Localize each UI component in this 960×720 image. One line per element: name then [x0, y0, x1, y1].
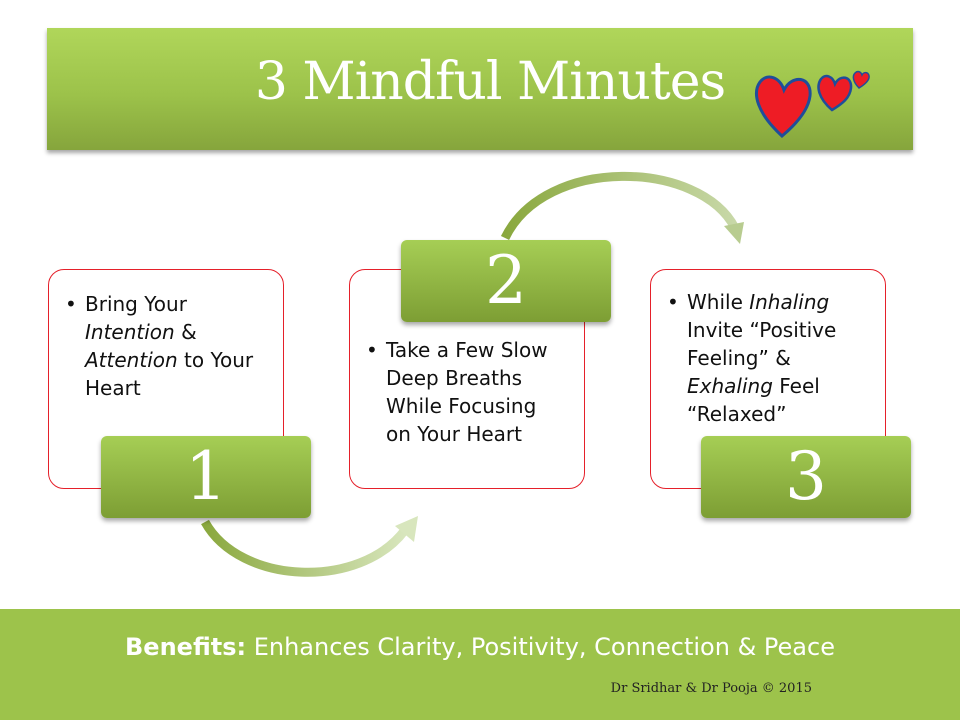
step-1-number: 1: [101, 436, 311, 518]
text: &: [174, 320, 197, 344]
text: to Your: [177, 348, 254, 372]
text: Invite “Positive: [687, 318, 837, 342]
credit: Dr Sridhar & Dr Pooja © 2015: [610, 681, 812, 696]
step-1-card: Bring Your Intention & Attention to Your…: [48, 269, 284, 489]
step-2-number: 2: [401, 240, 611, 322]
text-italic: Exhaling: [687, 374, 773, 398]
text: Bring Your: [85, 292, 187, 316]
text: While Focusing: [386, 394, 537, 418]
text-italic: Inhaling: [749, 290, 830, 314]
step-2-card: Take a Few Slow Deep Breaths While Focus…: [349, 269, 585, 489]
text: Take a Few Slow: [386, 338, 548, 362]
text: While: [687, 290, 750, 314]
text: Deep Breaths: [386, 366, 523, 390]
benefits-list: Enhances Clarity, Positivity, Connection…: [246, 633, 835, 661]
text-italic: Intention: [85, 320, 175, 344]
text: Feeling” &: [687, 346, 791, 370]
text-italic: Attention: [85, 348, 178, 372]
text: “Relaxed”: [687, 402, 787, 426]
title-banner: 3 Mindful Minutes: [47, 28, 913, 150]
text: on Your Heart: [386, 422, 522, 446]
hearts-icon: [755, 70, 870, 138]
arrow-1-to-2: [201, 516, 418, 577]
footer-band: Benefits: Enhances Clarity, Positivity, …: [0, 609, 960, 720]
text: Feel: [772, 374, 820, 398]
step-2-text: Take a Few Slow Deep Breaths While Focus…: [366, 336, 584, 448]
step-1-text: Bring Your Intention & Attention to Your…: [65, 290, 283, 402]
page-title: 3 Mindful Minutes: [254, 52, 726, 112]
arrow-2-to-3: [500, 171, 744, 244]
step-3-text: While Inhaling Invite “Positive Feeling”…: [667, 288, 885, 428]
text: Heart: [85, 376, 141, 400]
benefits-text: Benefits: Enhances Clarity, Positivity, …: [0, 633, 960, 661]
benefits-label: Benefits:: [125, 633, 247, 661]
step-3-number: 3: [701, 436, 911, 518]
